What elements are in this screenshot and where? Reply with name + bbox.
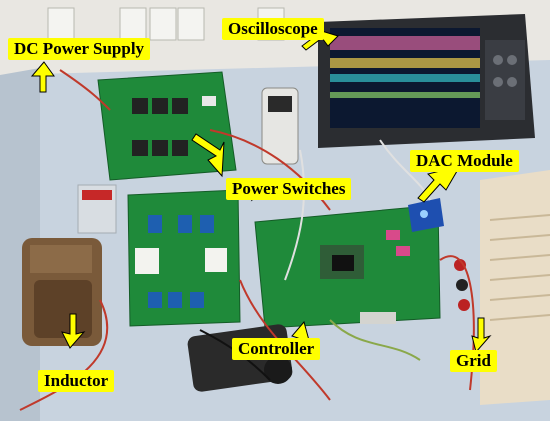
inductor-label: Inductor (38, 370, 115, 392)
dac-module-label: DAC Module (410, 150, 519, 172)
power-switches-label: Power Switches (226, 178, 352, 200)
dc-power-supply-board (97, 71, 237, 181)
controller-label: Controller (232, 338, 321, 360)
grid-power-box (454, 170, 550, 405)
current-probe (261, 87, 299, 165)
oscilloscope-device (318, 14, 535, 148)
grid-label: Grid (450, 350, 497, 372)
dc-power-supply-label: DC Power Supply (8, 38, 151, 60)
inductor-device (22, 238, 102, 346)
oscilloscope-label: Oscilloscope (222, 18, 324, 40)
dac-module-board (408, 198, 444, 232)
controller-board (254, 204, 441, 329)
power-switches-board (127, 189, 241, 327)
